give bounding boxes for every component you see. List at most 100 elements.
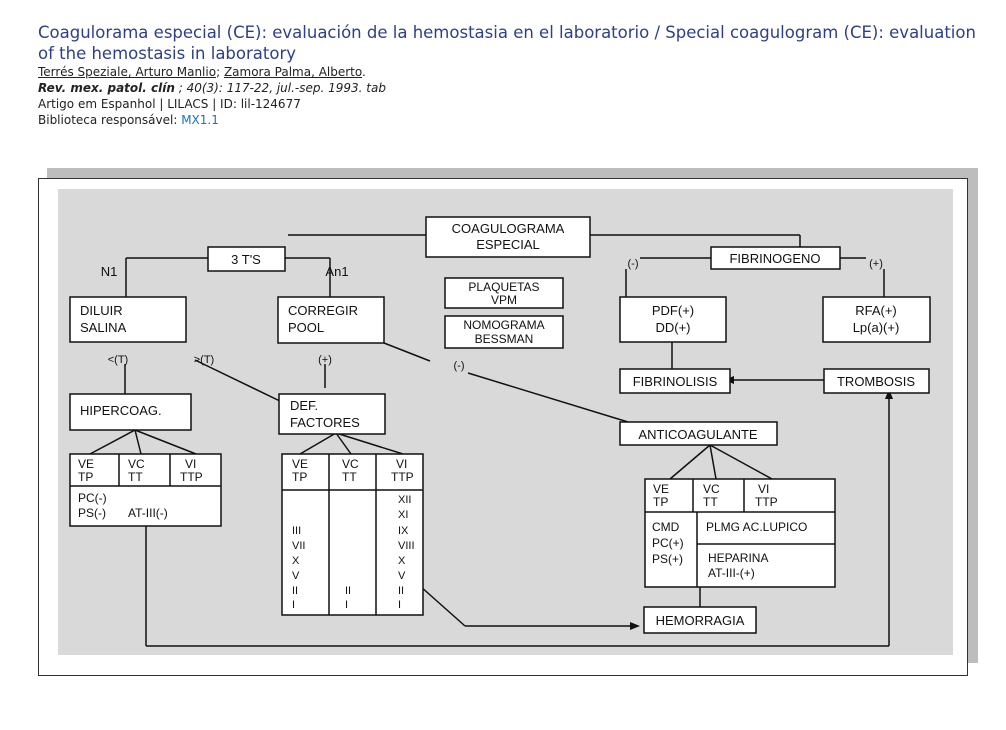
connector-lines [89, 234, 890, 647]
trombosis-label: TROMBOSIS [837, 374, 915, 389]
ac-ps: PS(+) [652, 552, 683, 566]
df-tp: TP [292, 470, 307, 484]
fibrinogeno-box [710, 246, 841, 270]
factores-table-text: VE TP VC TT VI TTP [292, 457, 414, 484]
factor-item: I [398, 599, 401, 611]
nomograma-line2: BESSMAN [475, 332, 534, 346]
factor-item: XII [398, 494, 411, 506]
factor-item: II [292, 585, 298, 597]
hc-ttp: TTP [180, 470, 203, 484]
factor-item: II [345, 585, 351, 597]
trombosis-box [823, 368, 930, 394]
factor-item: IX [398, 525, 409, 537]
ac-ve: VE [653, 482, 669, 496]
factor-item: VIII [398, 540, 415, 552]
record-header: Coagulorama especial (CE): evaluación de… [38, 22, 988, 128]
df-vi: VI [396, 457, 407, 471]
table-dividers [70, 454, 835, 615]
df-ttp: TTP [391, 470, 414, 484]
hc-ps: PS(-) [78, 506, 106, 520]
ac-vi: VI [758, 482, 769, 496]
diagram-svg: COAGULOGRAMA ESPECIAL 3 T'S N1 An1 FIBRI… [69, 216, 931, 647]
diluir-line1: DILUIR [80, 303, 123, 318]
nomograma-line1: NOMOGRAMA [463, 318, 544, 332]
plaquetas-box [444, 277, 564, 309]
hipercoag-table [69, 453, 222, 527]
ac-vc: VC [703, 482, 720, 496]
author-link-1[interactable]: Terrés Speziale, Arturo Manlio [38, 65, 217, 79]
hc-tt: TT [128, 470, 143, 484]
hc-vc: VC [128, 457, 145, 471]
record-title[interactable]: Coagulorama especial (CE): evaluación de… [38, 23, 976, 63]
def-line1: DEF. [290, 398, 318, 413]
factor-item: X [292, 555, 300, 567]
coag-line1: COAGULOGRAMA [452, 221, 565, 236]
df-ve: VE [292, 457, 308, 471]
hc-tp: TP [78, 470, 93, 484]
author-end: . [362, 65, 366, 79]
lt-label: <(T) [108, 354, 128, 366]
fibrinogeno-plus-label: (+) [869, 258, 883, 270]
gt-label: >(T) [194, 354, 214, 366]
ac-tp: TP [653, 495, 668, 509]
anticoagulante-box [619, 421, 778, 446]
citation-line: Rev. mex. patol. clín ; 40(3): 117-22, j… [38, 80, 988, 96]
coag-line2: ESPECIAL [476, 237, 540, 252]
def-line2: FACTORES [290, 415, 360, 430]
author-link-2[interactable]: Zamora Palma, Alberto [223, 65, 363, 79]
fibrinogeno-minus-label: (-) [628, 258, 639, 270]
three-ts-label: 3 T'S [231, 252, 261, 267]
factor-item: XI [398, 509, 408, 521]
rfa-box [822, 296, 931, 343]
coagulogram-diagram: COAGULOGRAMA ESPECIAL 3 T'S N1 An1 FIBRI… [58, 189, 953, 655]
diluir-line2: SALINA [80, 320, 127, 335]
corregir-line2: POOL [288, 320, 324, 335]
factor-item: I [345, 599, 348, 611]
ac-heparina: HEPARINA [708, 551, 768, 565]
author-separator: ; [216, 65, 224, 79]
def-factores-box [278, 393, 386, 435]
plaquetas-line1: PLAQUETAS [468, 280, 539, 294]
citation-details: ; 40(3): 117-22, jul.-sep. 1993. tab [174, 81, 386, 95]
hemorragia-box [643, 606, 757, 634]
hc-at3: AT-III(-) [128, 506, 168, 520]
hipercoag-label: HIPERCOAG. [80, 403, 162, 418]
pdf-label: PDF(+) [652, 303, 694, 318]
ac-pc: PC(+) [652, 536, 684, 550]
an1-label: An1 [325, 264, 348, 279]
authors-line: Terrés Speziale, Arturo Manlio; Zamora P… [38, 64, 988, 80]
ac-cmd: CMD [652, 520, 680, 534]
factores-table [281, 453, 424, 616]
ac-tt: TT [703, 495, 718, 509]
diagram-boxes [69, 216, 931, 634]
fibrinogeno-label: FIBRINOGENO [729, 251, 820, 266]
library-line: Biblioteca responsável: MX1.1 [38, 112, 988, 128]
fibrinolisis-label: FIBRINOLISIS [633, 374, 718, 389]
library-code-link[interactable]: MX1.1 [181, 113, 219, 127]
plaquetas-line2: VPM [491, 293, 517, 307]
factor-item: V [292, 570, 300, 582]
nomograma-box [444, 315, 564, 349]
library-label: Biblioteca responsável: [38, 113, 182, 127]
corregir-box [277, 296, 385, 344]
lpa-label: Lp(a)(+) [853, 320, 900, 335]
factor-item: III [292, 525, 301, 537]
factor-item: X [398, 555, 406, 567]
hc-pc: PC(-) [78, 491, 107, 505]
hc-vi: VI [185, 457, 196, 471]
factor-item: V [398, 570, 406, 582]
coagulograma-box [425, 216, 591, 258]
journal-name: Rev. mex. patol. clín [38, 81, 175, 95]
record-info: Artigo em Espanhol | LILACS | ID: lil-12… [38, 97, 301, 111]
hipercoag-table-text: VE TP VC TT VI TTP PC(-) PS(-) AT-III(-) [78, 457, 203, 520]
hemorragia-label: HEMORRAGIA [656, 613, 745, 628]
anticoagulante-label: ANTICOAGULANTE [638, 427, 758, 442]
factor-item: VII [292, 540, 305, 552]
rfa-label: RFA(+) [855, 303, 897, 318]
n1-label: N1 [101, 264, 118, 279]
ac-at3: AT-III-(+) [708, 566, 755, 580]
corregir-line1: CORREGIR [288, 303, 358, 318]
diagram-labels: COAGULOGRAMA ESPECIAL 3 T'S N1 An1 FIBRI… [80, 221, 915, 628]
factor-item: II [398, 585, 404, 597]
